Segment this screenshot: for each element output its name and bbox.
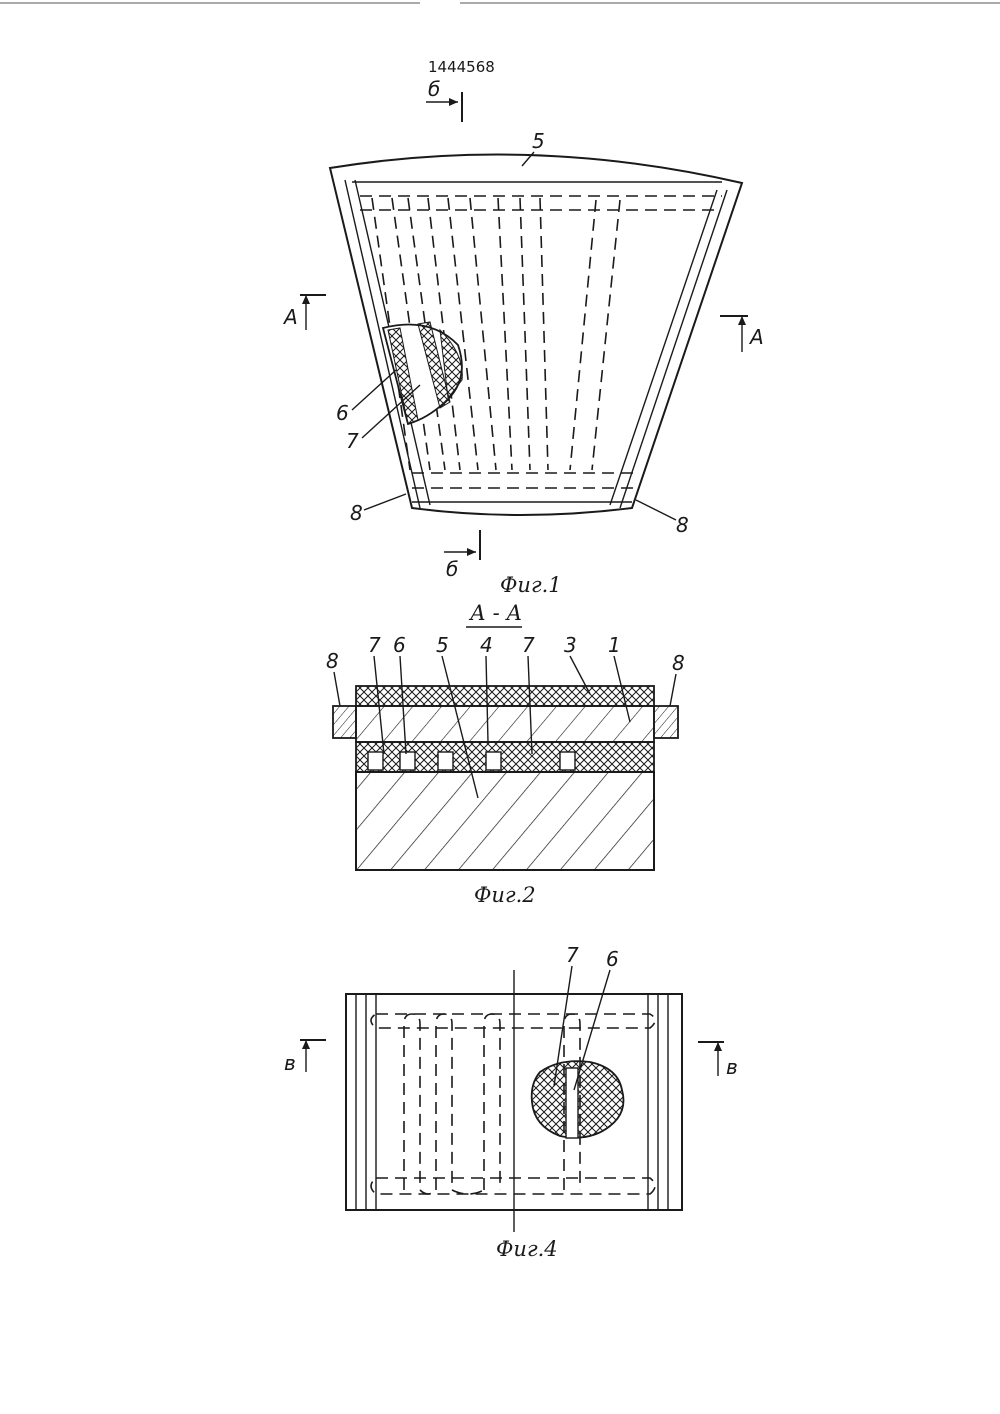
section-a-left-label: А xyxy=(282,305,298,329)
figure-1: б xyxy=(282,77,764,597)
label-7: 7 xyxy=(346,429,359,453)
figure-4: 7 6 в в Фиг.4 xyxy=(284,943,738,1261)
side-strip-8-left xyxy=(333,706,356,738)
label-6: 6 xyxy=(336,401,349,425)
label-6: 6 xyxy=(393,633,406,657)
label-6: 6 xyxy=(606,947,619,971)
leader-8-right xyxy=(670,674,676,706)
label-7-left: 7 xyxy=(368,633,381,657)
label-3: 3 xyxy=(564,633,577,657)
figure-1-caption: Фиг.1 xyxy=(500,573,562,597)
section-b-label-bottom: б xyxy=(446,557,458,581)
arrow-head-icon xyxy=(302,295,310,304)
arrow-head-icon xyxy=(302,1040,310,1049)
cutaway-channel xyxy=(566,1068,578,1138)
arrow-head-icon xyxy=(714,1042,722,1051)
plate-1 xyxy=(356,706,654,742)
leader-8-right xyxy=(636,500,676,520)
label-5: 5 xyxy=(532,129,545,153)
figure-4-caption: Фиг.4 xyxy=(496,1237,558,1261)
label-4: 4 xyxy=(480,633,493,657)
label-5: 5 xyxy=(436,633,449,657)
right-strip-line xyxy=(620,190,727,508)
section-b-label-top: б xyxy=(428,77,440,101)
arrow-head-icon xyxy=(467,548,476,556)
section-a-right-label: А xyxy=(748,325,764,349)
label-8-left: 8 xyxy=(350,501,363,525)
label-7-right: 7 xyxy=(522,633,535,657)
section-v-right-label: в xyxy=(726,1055,738,1079)
side-strip-8-right xyxy=(654,706,678,738)
section-title-a-a: А - А xyxy=(468,601,522,625)
right-strip-inner xyxy=(610,190,717,505)
leader-8-left xyxy=(364,494,406,510)
figure-2-caption: Фиг.2 xyxy=(474,883,536,907)
section-v-left-label: в xyxy=(284,1051,296,1075)
figure-2: А - А 8 7 6 5 4 7 3 1 xyxy=(326,601,685,907)
base-block-5 xyxy=(356,772,654,870)
label-8-right: 8 xyxy=(672,651,685,675)
label-1: 1 xyxy=(608,633,621,657)
label-8-right: 8 xyxy=(676,513,689,537)
leader-6 xyxy=(352,370,396,410)
arrow-head-icon xyxy=(449,98,458,106)
top-layer-3 xyxy=(356,686,654,706)
patent-number: 1444568 xyxy=(428,58,495,76)
label-8-left: 8 xyxy=(326,649,339,673)
label-7: 7 xyxy=(566,943,579,967)
arrow-head-icon xyxy=(738,316,746,325)
leader-8-left xyxy=(334,672,340,706)
